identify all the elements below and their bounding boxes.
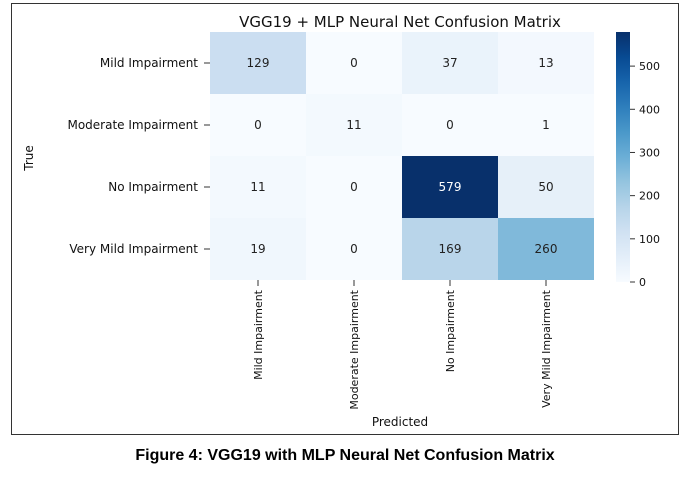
figure-frame [11, 3, 679, 435]
y-tick-label: No Impairment [108, 180, 198, 194]
cell-value-label: 0 [350, 56, 358, 70]
confusion-matrix-chart: VGG19 + MLP Neural Net Confusion Matrix … [22, 13, 660, 429]
heatmap-cell [306, 218, 402, 280]
cell-value-label: 0 [446, 118, 454, 132]
heatmap-cell [306, 156, 402, 218]
cell-value-label: 0 [254, 118, 262, 132]
colorbar-tick-label: 400 [639, 103, 660, 116]
y-tick-label: Mild Impairment [100, 56, 198, 70]
cell-value-label: 169 [439, 242, 462, 256]
cell-value-label: 260 [535, 242, 558, 256]
colorbar-tick-label: 100 [639, 233, 660, 246]
x-tick-label: Moderate Impairment [348, 289, 361, 409]
colorbar-tick-label: 300 [639, 146, 660, 159]
cell-value-label: 579 [439, 180, 462, 194]
y-tick-label: Moderate Impairment [67, 118, 198, 132]
heatmap-cell [402, 156, 498, 218]
cell-value-label: 50 [538, 180, 553, 194]
y-tick-label: Very Mild Impairment [69, 242, 198, 256]
x-tick-label: Very Mild Impairment [540, 289, 553, 408]
colorbar-gradient [616, 32, 630, 282]
x-tick-label: Mild Impairment [252, 289, 265, 380]
heatmap-cell [402, 218, 498, 280]
heatmap-cell [210, 218, 306, 280]
heatmap-cell [402, 32, 498, 94]
cell-value-label: 11 [346, 118, 361, 132]
cell-value-label: 0 [350, 242, 358, 256]
y-axis-label: True [22, 145, 36, 172]
cell-value-label: 19 [250, 242, 265, 256]
cell-value-label: 13 [538, 56, 553, 70]
chart-title: VGG19 + MLP Neural Net Confusion Matrix [239, 13, 561, 31]
x-tick-label: No Impairment [444, 289, 457, 372]
colorbar-tick-label: 200 [639, 190, 660, 203]
heatmap-cell [402, 94, 498, 156]
cell-value-label: 37 [442, 56, 457, 70]
heatmap-cell [306, 94, 402, 156]
heatmap-cell [498, 218, 594, 280]
colorbar-tick-label: 0 [639, 276, 646, 289]
figure-caption: Figure 4: VGG19 with MLP Neural Net Conf… [135, 447, 555, 464]
heatmap-cell [210, 94, 306, 156]
heatmap-cell [210, 156, 306, 218]
cell-value-label: 0 [350, 180, 358, 194]
heatmap-cell [210, 32, 306, 94]
x-axis-label: Predicted [372, 415, 428, 429]
heatmap-cell [498, 94, 594, 156]
cell-value-label: 11 [250, 180, 265, 194]
heatmap-cell [498, 156, 594, 218]
cell-value-label: 129 [247, 56, 270, 70]
cell-value-label: 1 [542, 118, 550, 132]
heatmap-cell [306, 32, 402, 94]
colorbar-tick-label: 500 [639, 60, 660, 73]
heatmap-cell [498, 32, 594, 94]
colorbar: 0 100 200 300 400 500 [616, 32, 660, 289]
x-tick-labels: Mild Impairment Moderate Impairment No Imp… [252, 280, 553, 410]
